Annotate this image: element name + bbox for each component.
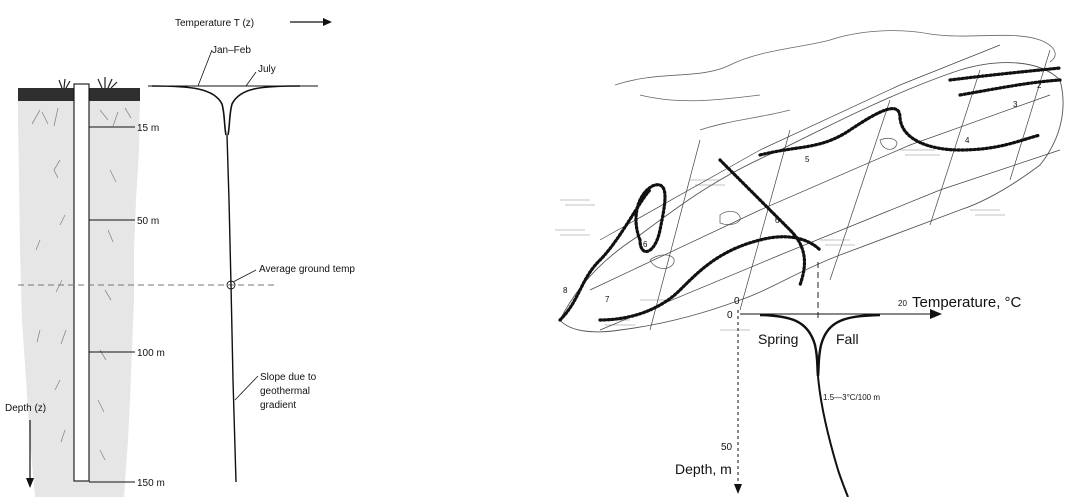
slope-label-line1: Slope due to <box>260 372 317 383</box>
left-depth-arrow-head <box>26 478 34 488</box>
average-ground-temp-label: Average ground temp <box>259 264 355 275</box>
right-depth-axis-label: Depth, m <box>675 461 732 477</box>
left-borehole-diagram: 15 m 50 m 100 m 150 m Average ground tem… <box>5 18 355 497</box>
jan-feb-leader <box>198 50 212 86</box>
july-leader <box>246 72 256 86</box>
contour-number-6a: 6 <box>775 216 780 225</box>
jan-feb-label: Jan–Feb <box>212 45 251 56</box>
contour-number-2: 2 <box>1037 81 1042 90</box>
right-depth-arrow-head <box>734 484 742 494</box>
contour-number-6b: 6 <box>643 240 648 249</box>
gradient-rate-label: 1.5—3°C/100 m <box>823 393 880 402</box>
contour-number-3: 3 <box>1013 100 1018 109</box>
depth-marker-15: 15 m <box>137 123 159 134</box>
depth-marker-150: 150 m <box>137 478 165 489</box>
right-y-tick-zero: 0 <box>727 310 733 321</box>
jan-feb-curve <box>152 86 226 135</box>
borehole-pipe <box>74 84 89 481</box>
fall-label: Fall <box>836 331 859 347</box>
july-label: July <box>258 64 276 75</box>
left-temperature-arrow-head <box>323 18 332 26</box>
landmass-outline <box>560 63 1063 332</box>
geothermal-gradient-line <box>227 135 236 482</box>
left-depth-axis-label: Depth (z) <box>5 403 46 414</box>
depth-marker-50: 50 m <box>137 216 159 227</box>
right-x-tick-zero: 0 <box>734 296 740 307</box>
right-temperature-axis-label: Temperature, °C <box>912 294 1022 311</box>
contour-number-8: 8 <box>563 286 568 295</box>
spring-label: Spring <box>758 331 798 347</box>
slope-label-line3: gradient <box>260 400 296 411</box>
grass-right <box>98 77 117 88</box>
slope-label-line2: geothermal <box>260 386 310 397</box>
average-temp-leader <box>233 270 256 282</box>
right-y-tick-fifty: 50 <box>721 442 733 453</box>
july-curve <box>228 86 300 135</box>
depth-marker-100: 100 m <box>137 348 165 359</box>
right-map-diagram: 2 3 4 5 6 6 7 8 0 20 Temperature, °C 0 5… <box>555 31 1063 497</box>
contour-number-4: 4 <box>965 136 970 145</box>
contour-number-5: 5 <box>805 155 810 164</box>
slope-leader <box>235 376 258 400</box>
contour-number-7: 7 <box>605 295 610 304</box>
right-x-tick-twenty: 20 <box>898 299 907 308</box>
left-temperature-axis-label: Temperature T (z) <box>175 18 254 29</box>
grass-left <box>59 79 70 88</box>
